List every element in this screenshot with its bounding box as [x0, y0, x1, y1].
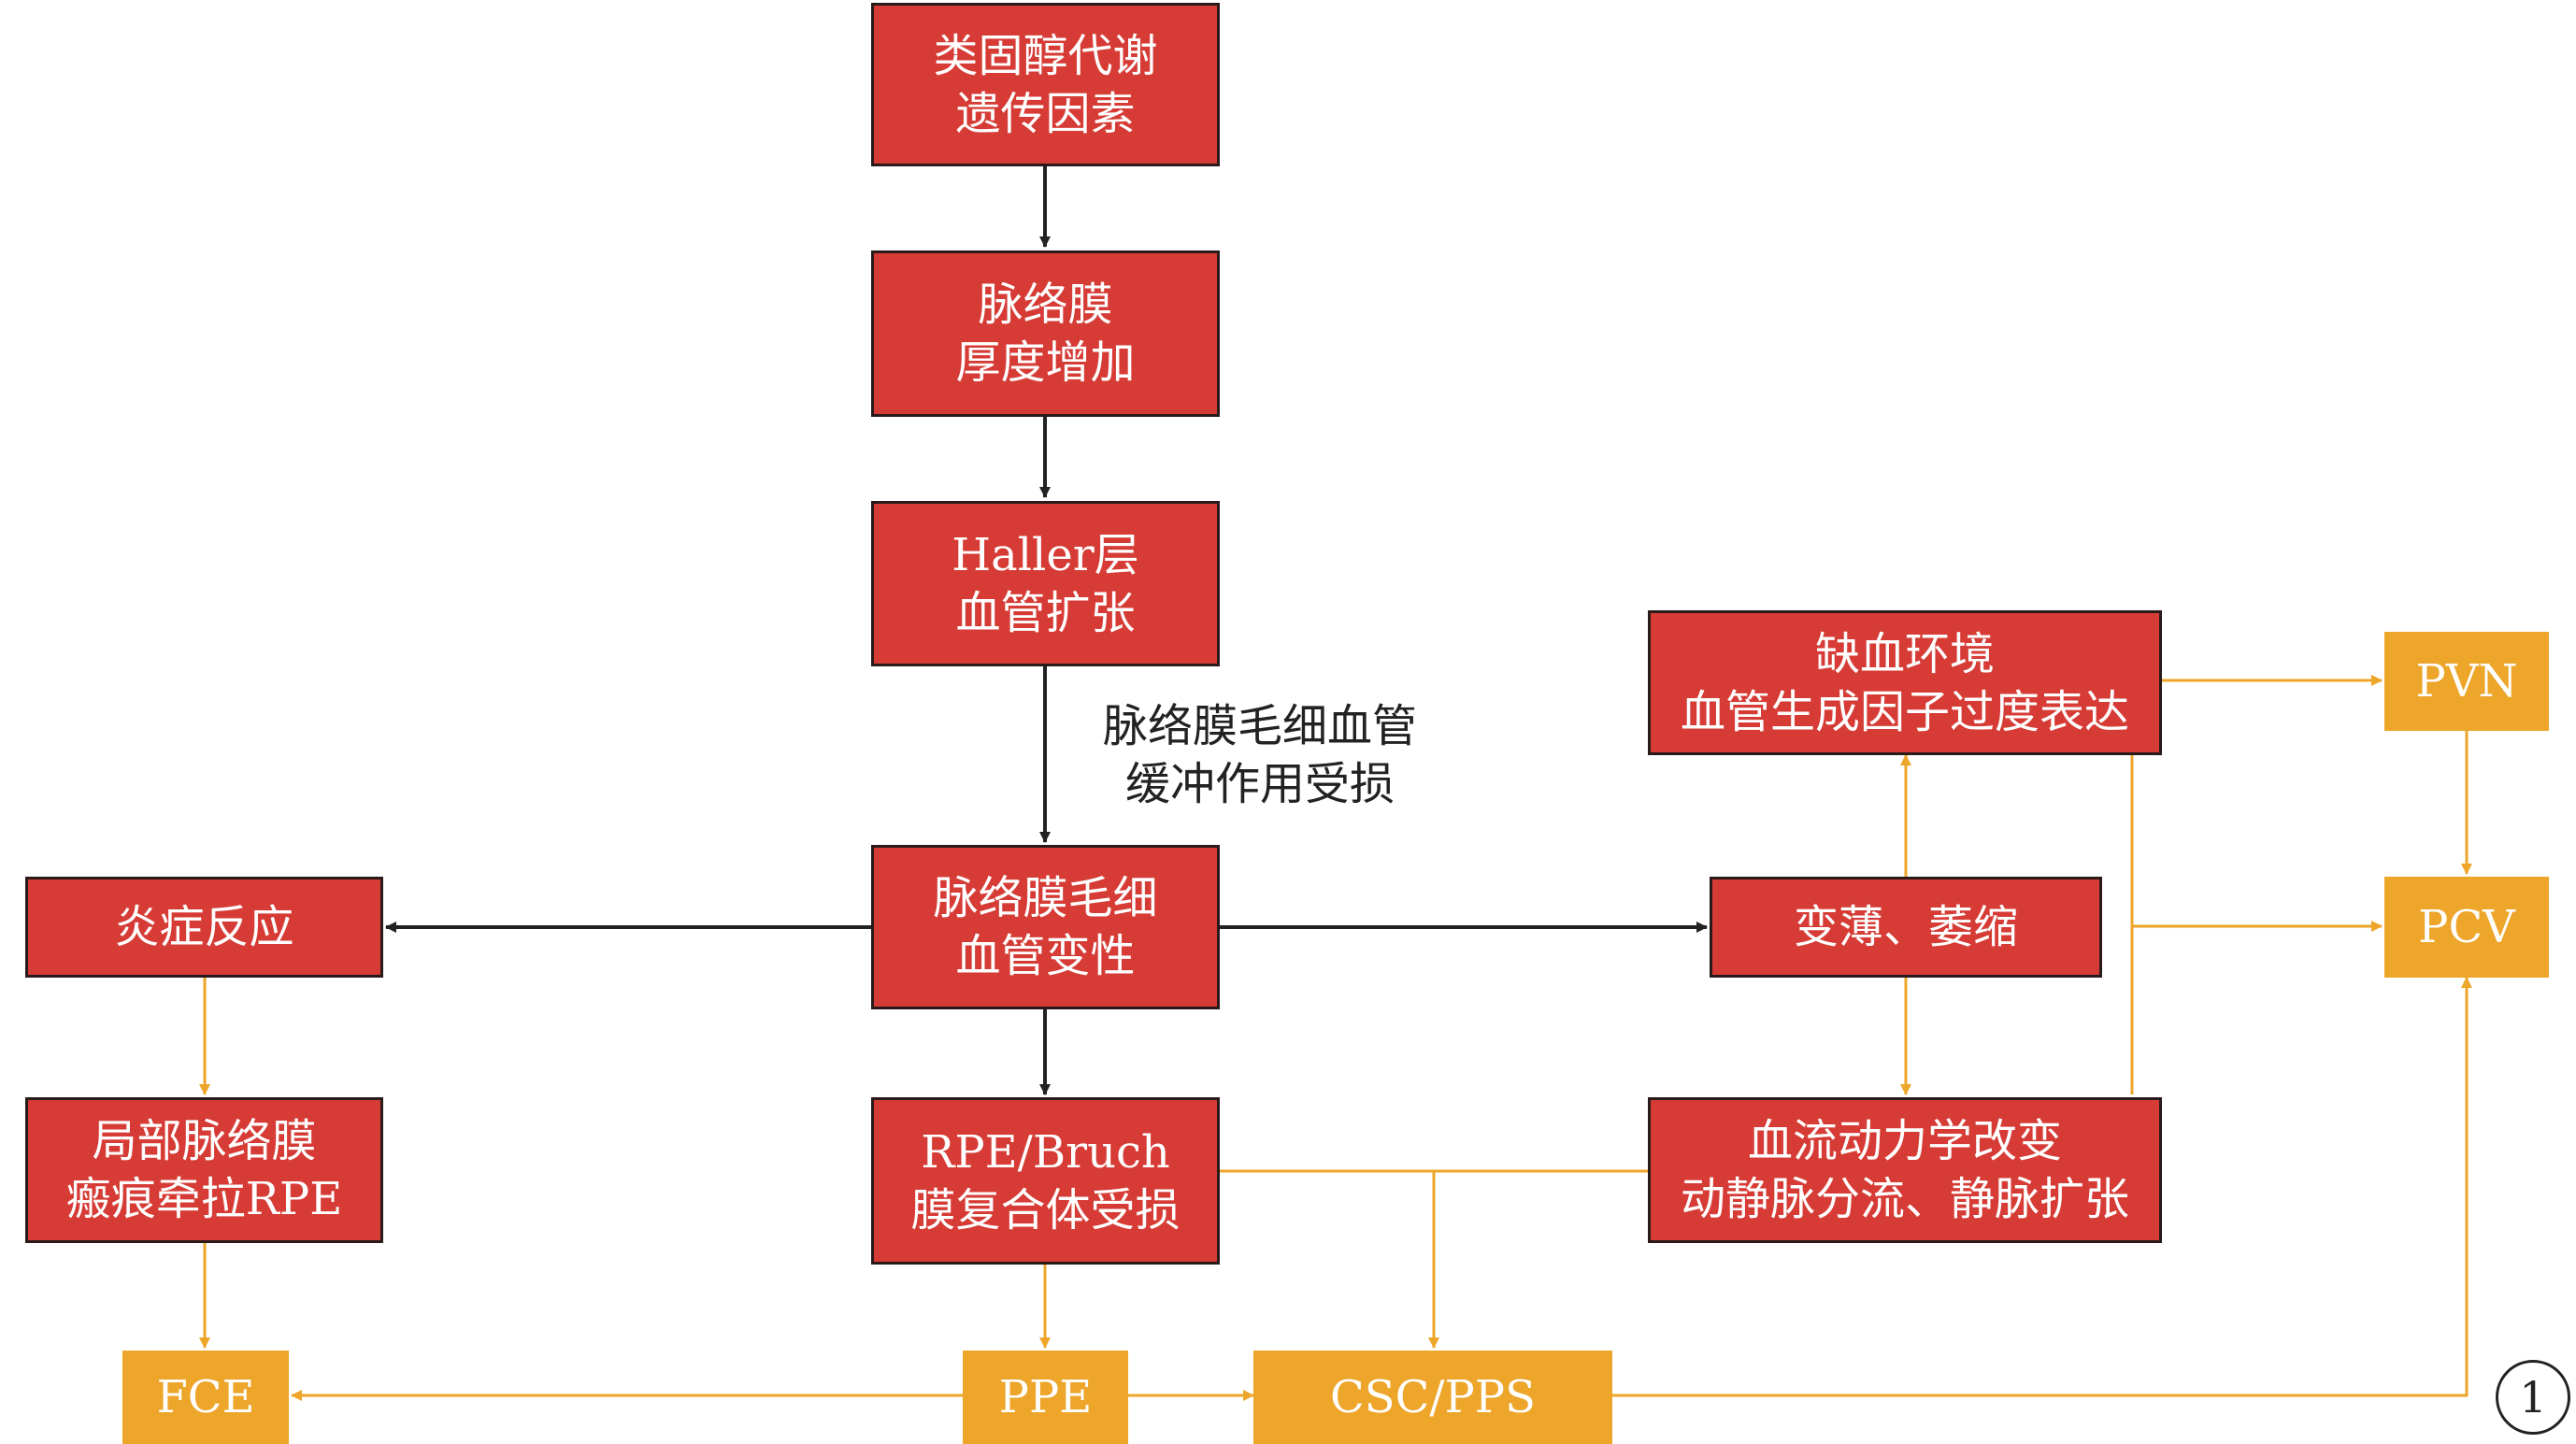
- edge-label-line-2: 缓冲作用受损: [1124, 758, 1395, 810]
- node-inflammation: 炎症反应: [25, 877, 383, 978]
- figure-number-badge: 1: [2496, 1360, 2570, 1435]
- node-rpe-bruch-damage: RPE/Bruch 膜复合体受损: [871, 1097, 1220, 1265]
- node-ppe: PPE: [963, 1351, 1128, 1444]
- node-csc-label: CSC/PPS: [1330, 1371, 1536, 1423]
- node-haller-line-2: 血管扩张: [955, 586, 1136, 639]
- node-thinning-atrophy: 变薄、萎缩: [1710, 877, 2102, 978]
- node-ischemia-line-2: 血管生成因子过度表达: [1680, 685, 2129, 738]
- node-ppe-label: PPE: [998, 1371, 1093, 1423]
- edge-label-line-1: 脉络膜毛细血管: [1102, 700, 1417, 752]
- node-hemodynamic-change: 血流动力学改变 动静脉分流、静脉扩张: [1648, 1097, 2162, 1243]
- node-haller-line-1: Haller层: [952, 528, 1139, 581]
- edge-label-buffer-impaired: 脉络膜毛细血管 缓冲作用受损: [1073, 697, 1447, 813]
- node-ischemia-line-1: 缺血环境: [1814, 627, 1995, 680]
- node-rpe-line-1: RPE/Bruch: [921, 1125, 1170, 1179]
- node-fce: FCE: [122, 1351, 289, 1444]
- node-hemo-line-2: 动静脉分流、静脉扩张: [1680, 1173, 2129, 1225]
- node-choriocapillaris-degeneration: 脉络膜毛细 血管变性: [871, 845, 1220, 1009]
- node-cc-degen-line-2: 血管变性: [955, 930, 1136, 982]
- node-scar-line-1: 局部脉络膜: [92, 1115, 317, 1167]
- node-choroid-thickening: 脉络膜 厚度增加: [871, 250, 1220, 417]
- node-choroid-thick-line-2: 厚度增加: [955, 336, 1136, 389]
- node-rpe-line-2: 膜复合体受损: [910, 1183, 1181, 1237]
- node-pcv: PCV: [2384, 877, 2549, 978]
- node-hemo-line-1: 血流动力学改变: [1747, 1115, 2062, 1167]
- edge-csc-to-pcv: [1612, 977, 2472, 1397]
- node-ischemia-angiogenic: 缺血环境 血管生成因子过度表达: [1648, 610, 2162, 755]
- node-haller-dilation: Haller层 血管扩张: [871, 501, 1220, 666]
- node-csc-pps: CSC/PPS: [1253, 1351, 1612, 1444]
- node-pvn-label: PVN: [2415, 655, 2518, 708]
- node-local-scar: 局部脉络膜 瘢痕牵拉RPE: [25, 1097, 383, 1243]
- node-inflam-line-1: 炎症反应: [114, 901, 294, 953]
- node-steroid-line-2: 遗传因素: [955, 87, 1136, 140]
- node-cc-degen-line-1: 脉络膜毛细: [933, 872, 1158, 924]
- node-choroid-thick-line-1: 脉络膜: [978, 279, 1113, 331]
- node-thin-line-1: 变薄、萎缩: [1793, 901, 2018, 953]
- node-fce-label: FCE: [156, 1371, 255, 1423]
- node-scar-line-2: 瘢痕牵拉RPE: [65, 1173, 343, 1225]
- node-pvn: PVN: [2384, 632, 2549, 731]
- node-pcv-label: PCV: [2418, 901, 2515, 953]
- node-steroid-line-1: 类固醇代谢: [933, 29, 1158, 82]
- node-steroid-genetic: 类固醇代谢 遗传因素: [871, 3, 1220, 166]
